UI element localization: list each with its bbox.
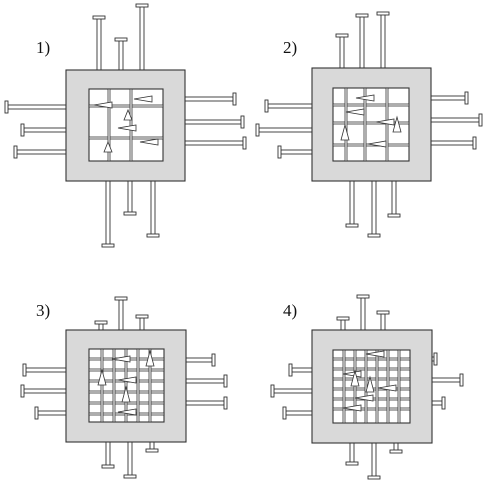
inner-rods xyxy=(332,87,410,162)
panel-2: 2) xyxy=(255,11,483,238)
bottom-rods xyxy=(345,442,403,480)
window xyxy=(332,349,411,424)
panel-1: 1) xyxy=(4,3,247,248)
top-rods xyxy=(92,3,149,71)
left-rods xyxy=(20,363,67,420)
inner-rods xyxy=(88,348,165,423)
panel-label-1: 1) xyxy=(36,38,50,57)
right-rods xyxy=(430,91,483,150)
right-rods xyxy=(185,353,228,410)
left-rods xyxy=(255,99,313,159)
panel-3: 3) xyxy=(20,296,228,479)
bottom-rods xyxy=(101,180,160,248)
left-rods xyxy=(270,363,313,420)
panel-4: 4) xyxy=(270,294,464,480)
inner-rods xyxy=(88,88,164,162)
top-rods xyxy=(94,296,149,331)
right-rods xyxy=(431,352,464,410)
bottom-rods xyxy=(345,180,401,238)
bottom-rods xyxy=(101,441,159,479)
top-rods xyxy=(336,294,390,331)
right-rods xyxy=(184,92,247,150)
left-rods xyxy=(4,100,67,159)
panel-label-3: 3) xyxy=(36,301,50,320)
inner-rods xyxy=(332,349,411,424)
panel-label-4: 4) xyxy=(283,301,297,320)
top-rods xyxy=(335,11,390,69)
panel-label-2: 2) xyxy=(283,38,297,57)
